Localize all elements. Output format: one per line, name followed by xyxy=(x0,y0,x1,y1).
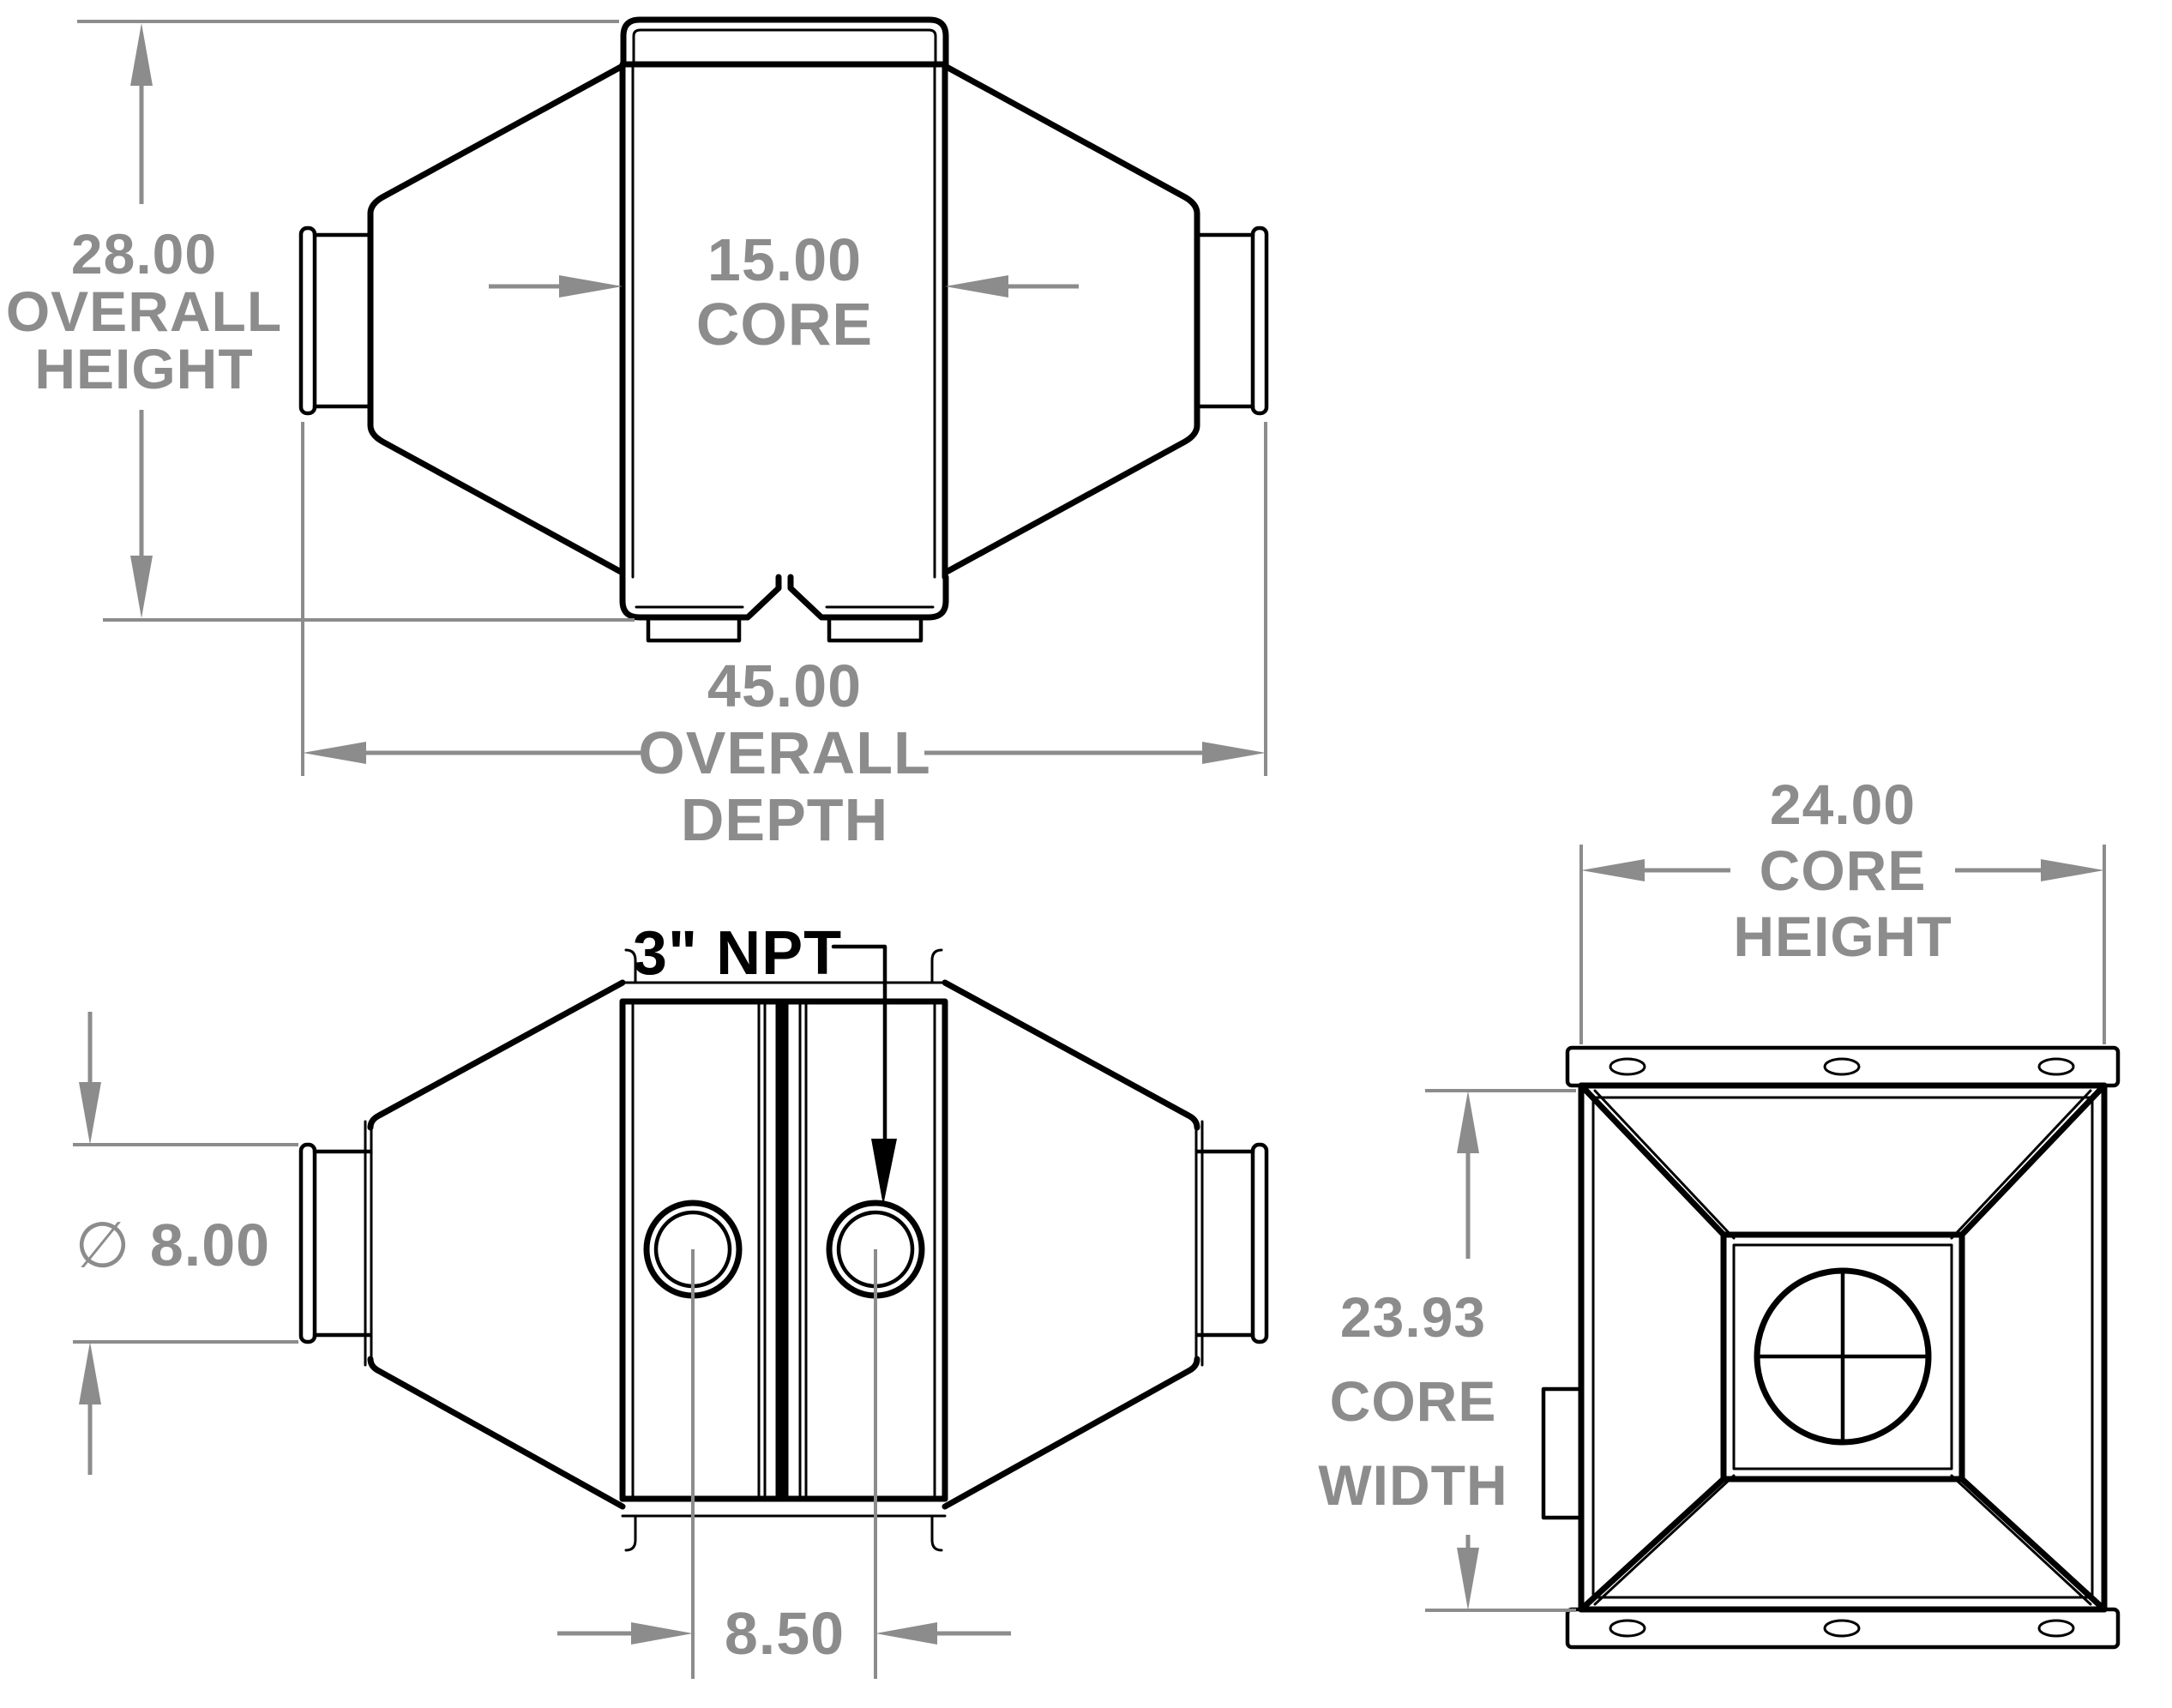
left-plenum xyxy=(367,63,626,576)
npt-callout: 3" NPT xyxy=(633,919,897,1206)
overall-depth-word2: DEPTH xyxy=(681,786,888,853)
arrowhead-left-icon xyxy=(875,1622,937,1645)
front-side-tab xyxy=(1541,1386,1584,1520)
plan-view: 3" NPT ∅ 8.00 8.50 xyxy=(73,919,1269,1679)
arrowhead-right-icon xyxy=(631,1622,693,1645)
front-transition-diagonals xyxy=(1578,1082,2108,1613)
arrowhead-up-icon xyxy=(130,23,153,86)
overall-height-word1: OVERALL xyxy=(6,280,282,343)
arrowhead-up-icon xyxy=(1457,1091,1479,1153)
core-width-value: 23.93 xyxy=(1340,1285,1486,1349)
plan-bottom-cap xyxy=(619,1495,948,1552)
overall-depth-word1: OVERALL xyxy=(638,719,930,786)
arrowhead-up-icon xyxy=(79,1342,101,1404)
arrowhead-left-icon xyxy=(945,275,1008,298)
core-height-value: 24.00 xyxy=(1770,773,1916,836)
front-view: 24.00 CORE HEIGHT 23.93 CORE WIDTH xyxy=(1318,773,2121,1650)
arrowhead-left-icon xyxy=(1581,859,1645,881)
front-bottom-flange xyxy=(1565,1607,2121,1650)
arrowhead-right-icon xyxy=(1202,742,1266,764)
side-elevation-view: 15.00 CORE 28.00 OVERALL HEIGHT 45.00 xyxy=(6,16,1269,853)
overall-depth-dimension: 45.00 OVERALL DEPTH xyxy=(301,422,1267,853)
port-diameter-dimension: ∅ 8.00 xyxy=(73,1012,298,1475)
overall-height-value: 28.00 xyxy=(71,222,217,286)
arrowhead-down-icon xyxy=(130,556,153,618)
plan-right-plenum xyxy=(942,979,1204,1510)
overall-height-dimension: 28.00 OVERALL HEIGHT xyxy=(6,20,635,622)
core-height-word2: HEIGHT xyxy=(1733,905,1952,968)
arrowhead-right-icon xyxy=(559,275,623,298)
left-port-stub xyxy=(298,226,373,416)
port-spacing-dimension: 8.50 xyxy=(557,1249,1011,1679)
core-height-word1: CORE xyxy=(1760,839,1927,902)
right-port-stub xyxy=(1194,226,1269,416)
right-plenum xyxy=(942,63,1200,576)
front-top-flange xyxy=(1565,1045,2121,1088)
port-diameter-value: 8.00 xyxy=(150,1212,270,1278)
top-tank-cap xyxy=(620,16,949,68)
front-inner-duct xyxy=(1720,1231,1965,1482)
plan-core-panels xyxy=(619,998,948,1502)
arrowhead-left-icon xyxy=(303,742,366,764)
crosshair-icon xyxy=(1754,1268,1931,1445)
overall-depth-value: 45.00 xyxy=(707,653,862,719)
arrowhead-down-icon xyxy=(1457,1548,1479,1610)
mounting-feet xyxy=(646,615,924,643)
arrowhead-right-icon xyxy=(2041,859,2104,881)
core-box xyxy=(619,61,948,580)
npt-label: 3" NPT xyxy=(633,919,842,988)
core-depth-label: CORE xyxy=(696,291,873,358)
diameter-symbol: ∅ xyxy=(75,1210,130,1281)
port-spacing-value: 8.50 xyxy=(725,1600,845,1667)
plan-right-port-stub xyxy=(1194,1142,1269,1344)
core-depth-dimension: 15.00 CORE xyxy=(489,226,1079,358)
bottom-tank-cap xyxy=(619,574,949,621)
leader-arrowhead-icon xyxy=(871,1139,897,1206)
front-main-box xyxy=(1578,1082,2108,1613)
core-width-word1: CORE xyxy=(1330,1369,1497,1433)
plan-left-port-stub xyxy=(298,1142,373,1344)
overall-height-word2: HEIGHT xyxy=(34,337,253,400)
core-width-word2: WIDTH xyxy=(1318,1453,1507,1517)
core-height-dimension: 24.00 CORE HEIGHT xyxy=(1579,773,2106,1044)
plan-left-plenum xyxy=(364,979,626,1510)
front-pipe-circle xyxy=(1754,1267,1932,1446)
core-width-dimension: 23.93 CORE WIDTH xyxy=(1318,1089,1576,1612)
arrowhead-down-icon xyxy=(79,1082,101,1145)
core-depth-value: 15.00 xyxy=(707,226,862,293)
